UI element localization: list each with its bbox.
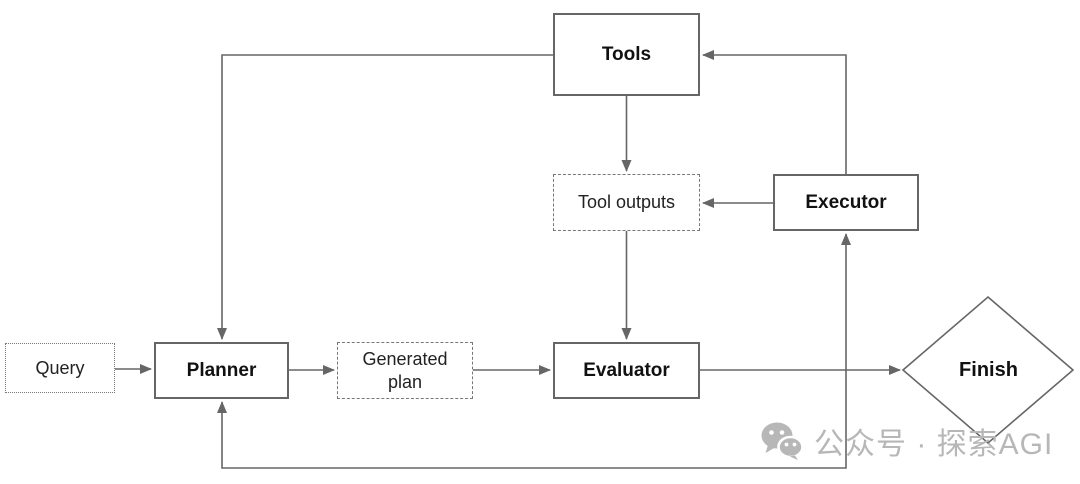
- node-tool-outputs: Tool outputs: [553, 174, 700, 231]
- node-executor-label: Executor: [805, 191, 887, 213]
- node-planner-label: Planner: [186, 359, 257, 381]
- edge-executor-to-tools: [702, 50, 847, 174]
- node-tools: Tools: [553, 13, 700, 96]
- node-tool-outputs-label: Tool outputs: [577, 192, 676, 213]
- watermark-text: 公众号 · 探索AGI: [814, 428, 1054, 461]
- edge-feedback-to-planner: [217, 370, 847, 469]
- node-tools-label: Tools: [601, 43, 652, 65]
- node-evaluator-label: Evaluator: [583, 359, 670, 381]
- node-generated-plan-label: Generated plan: [362, 349, 448, 392]
- node-evaluator: Evaluator: [553, 342, 700, 399]
- wechat-icon: [761, 422, 803, 460]
- node-executor: Executor: [773, 174, 919, 231]
- finish-diamond: [901, 295, 1075, 445]
- node-planner: Planner: [154, 342, 289, 399]
- node-query-label: Query: [35, 357, 85, 378]
- edge-tools-to-planner: [217, 54, 553, 340]
- watermark: 公众号 · 探索AGI: [761, 419, 1053, 463]
- node-generated-plan: Generated plan: [337, 342, 473, 399]
- node-query: Query: [5, 343, 115, 393]
